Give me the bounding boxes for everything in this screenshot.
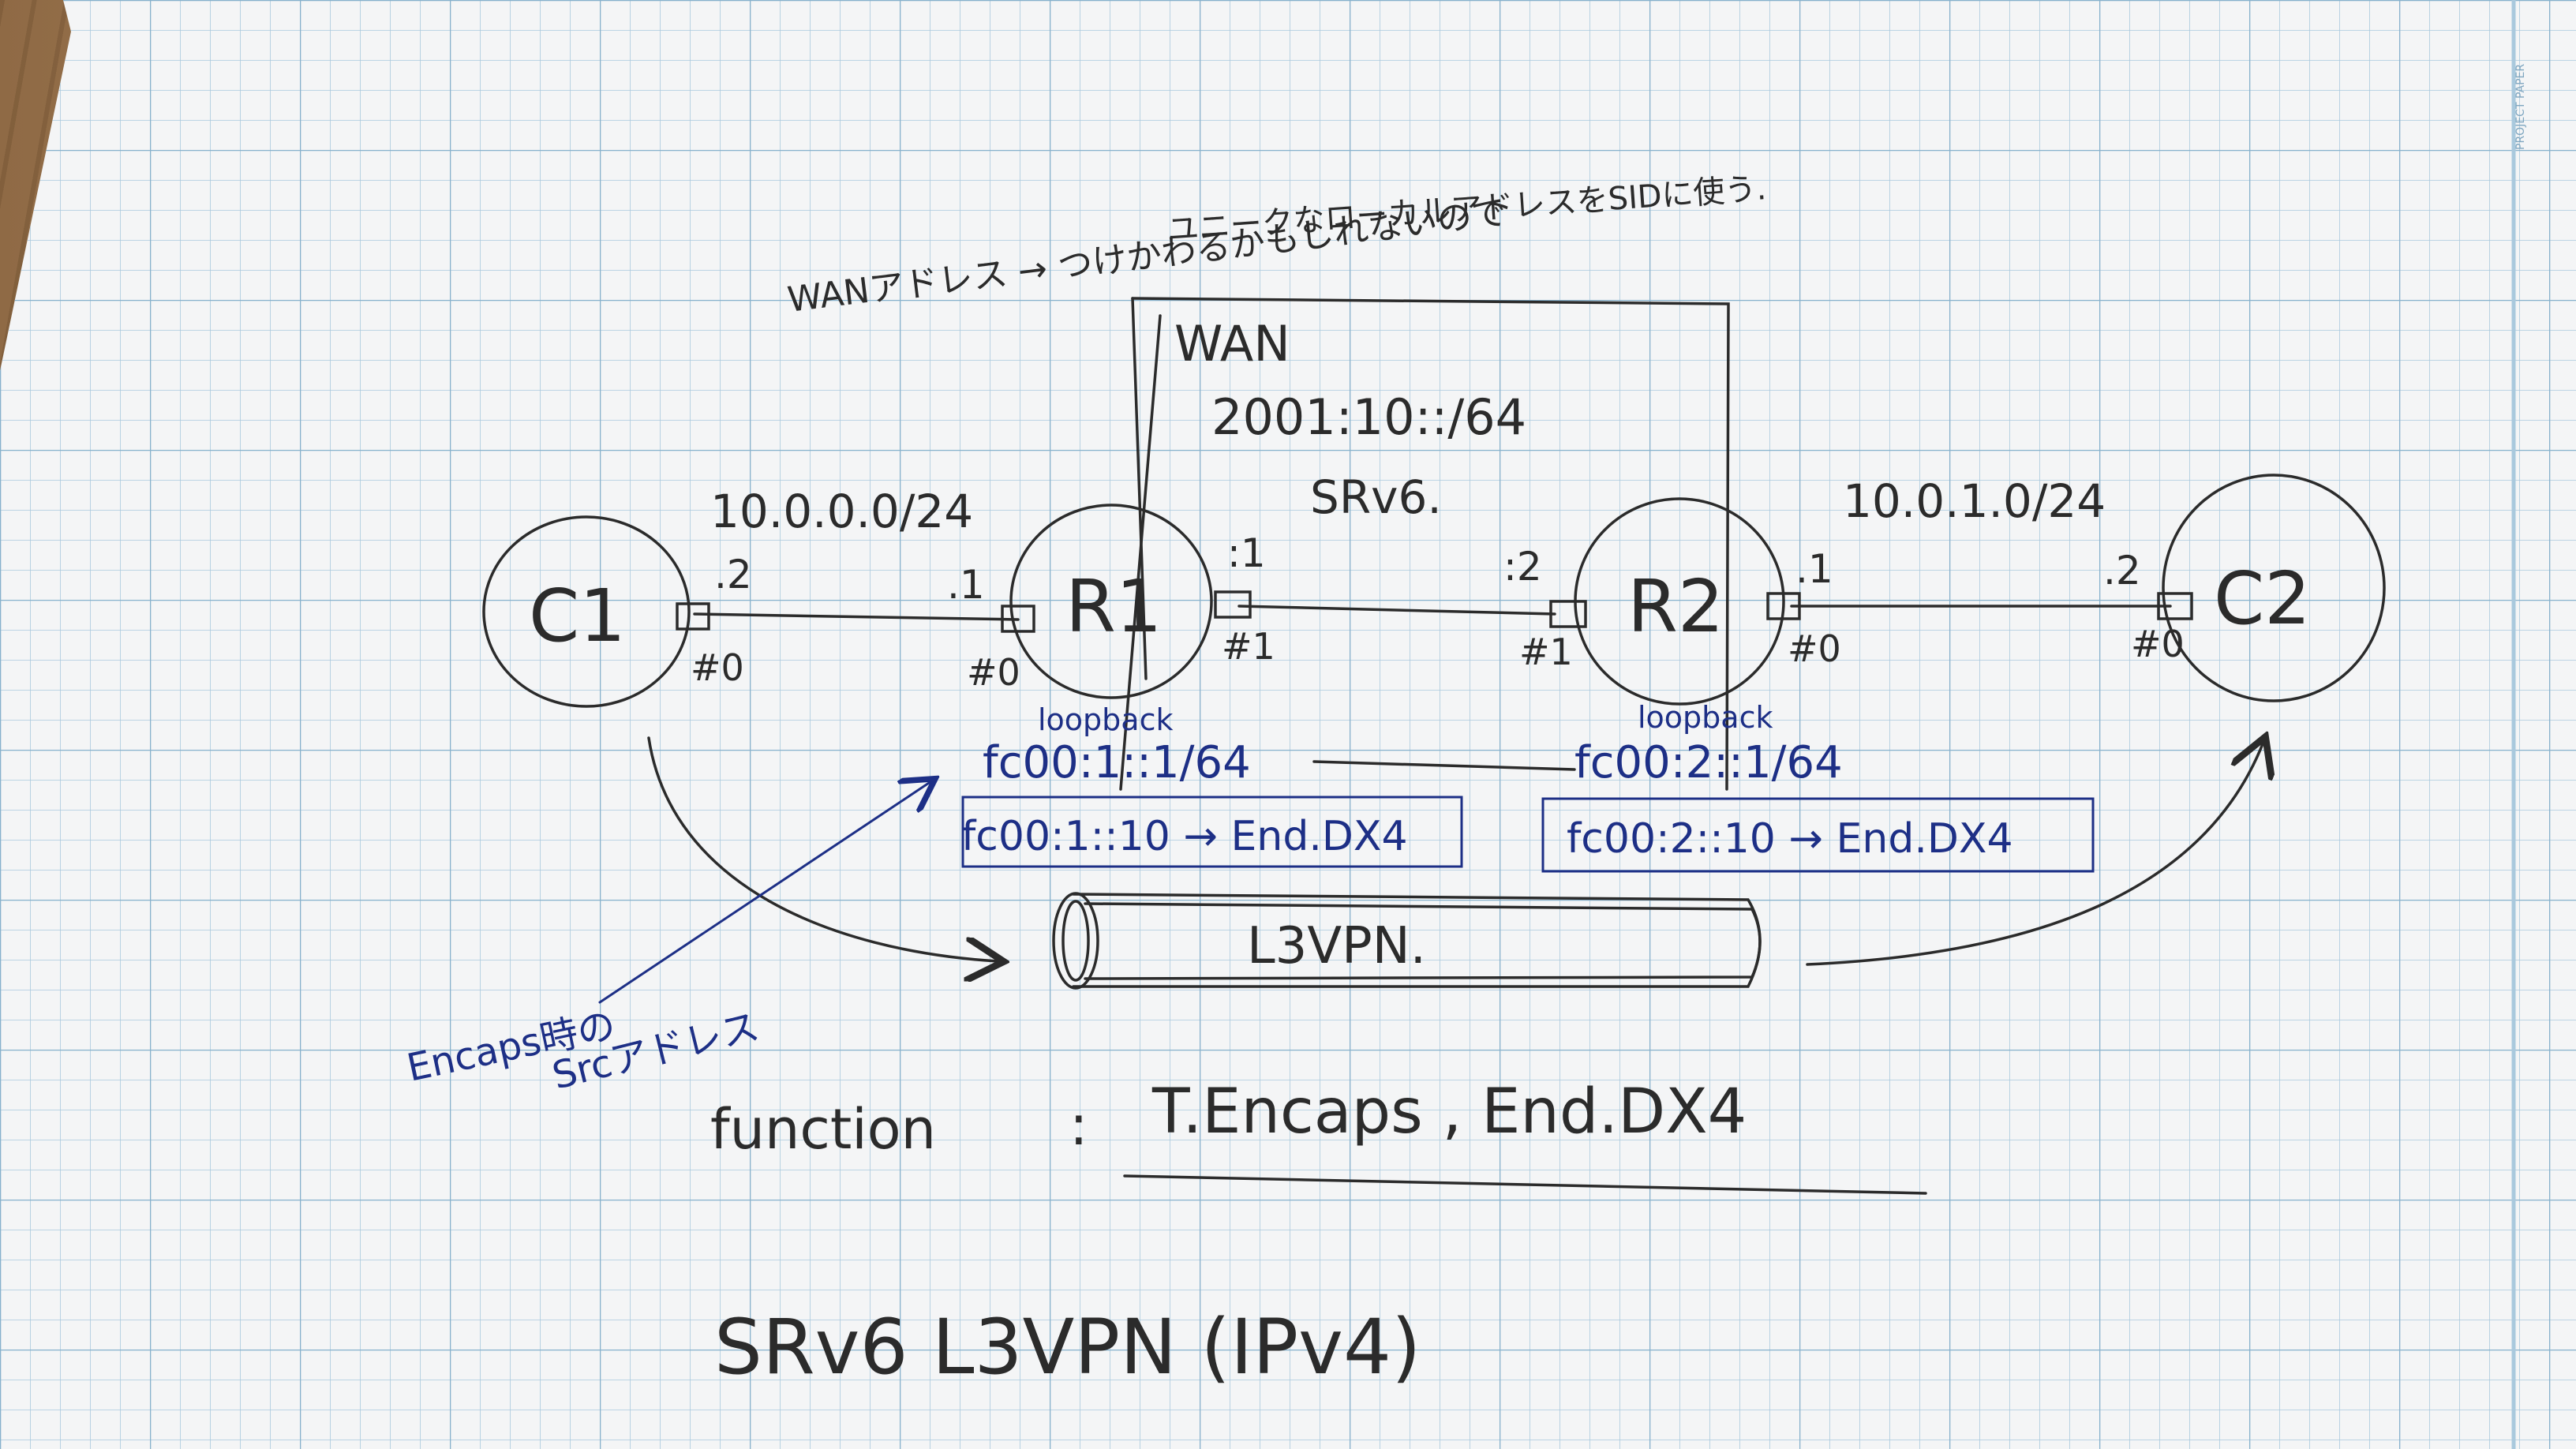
r2-loopback-address: fc00:2::1/64 — [1574, 737, 1843, 788]
encaps-src-arrow — [598, 781, 931, 1004]
paper-brand-mark: PROJECT PAPER — [2514, 64, 2527, 150]
c1-port-label: #0 — [691, 646, 744, 689]
r1-sid-entry: fc00:1::10 → End.DX4 — [961, 813, 1408, 860]
port-r2-1 — [1549, 600, 1587, 628]
r1-loopback-label: loopback — [1038, 702, 1173, 737]
wan-prefix: 2001:10::/64 — [1211, 388, 1526, 446]
r1-loopback-address: fc00:1::1/64 — [983, 737, 1251, 788]
r1-sid-box — [961, 796, 1463, 868]
port-c2-0 — [2157, 592, 2193, 620]
port-r1-0 — [1001, 605, 1035, 633]
port-r2-0 — [1766, 592, 1801, 620]
r1-port1-label: #1 — [1222, 625, 1275, 668]
wan-protocol: SRv6. — [1310, 470, 1442, 524]
node-r2-label: R2 — [1627, 564, 1724, 649]
node-c1-label: C1 — [529, 574, 626, 658]
link-r1-r2 — [1237, 605, 1556, 616]
right-link-subnet: 10.0.1.0/24 — [1843, 474, 2106, 528]
wan-label: WAN — [1174, 315, 1290, 373]
c1-left-addr: .2 — [714, 552, 752, 597]
r2-port0-label: #0 — [1788, 627, 1841, 670]
wan-segment-box — [1119, 297, 1730, 791]
r2-wan-addr: :2 — [1503, 544, 1542, 590]
r1-left-addr: .1 — [947, 562, 985, 608]
l3vpn-tunnel — [1052, 892, 1762, 990]
r2-port1-label: #1 — [1519, 631, 1573, 673]
left-link-subnet: 10.0.0.0/24 — [710, 485, 973, 538]
r2-right-addr: .1 — [1795, 546, 1833, 592]
node-c2-label: C2 — [2214, 556, 2311, 641]
c2-right-addr: .2 — [2103, 548, 2141, 593]
port-r1-1 — [1214, 590, 1252, 619]
loopback-connector — [1312, 760, 1576, 771]
function-label: function — [710, 1097, 936, 1162]
c2-port-label: #0 — [2131, 623, 2185, 665]
function-underline — [1123, 1174, 1927, 1195]
node-r1-circle — [1009, 504, 1213, 699]
r2-sid-entry: fc00:2::10 → End.DX4 — [1567, 815, 2013, 863]
function-value: T.Encaps , End.DX4 — [1151, 1076, 1747, 1148]
port-c1-0 — [676, 602, 710, 631]
tunnel-label: L3VPN. — [1247, 917, 1426, 975]
function-colon: : — [1069, 1093, 1088, 1158]
r2-sid-box — [1541, 797, 2095, 873]
traffic-arrow-in — [647, 736, 998, 961]
link-c1-r1 — [693, 612, 1020, 621]
node-c1-circle — [482, 515, 691, 708]
node-r1-label: R1 — [1065, 564, 1162, 649]
diagram-title: SRv6 L3VPN (IPv4) — [714, 1303, 1421, 1391]
r1-port0-label: #0 — [967, 651, 1020, 694]
traffic-arrow-out — [1806, 742, 2263, 966]
r1-wan-addr: :1 — [1227, 530, 1266, 576]
r2-loopback-label: loopback — [1638, 700, 1773, 735]
node-c2-circle — [2162, 474, 2386, 702]
